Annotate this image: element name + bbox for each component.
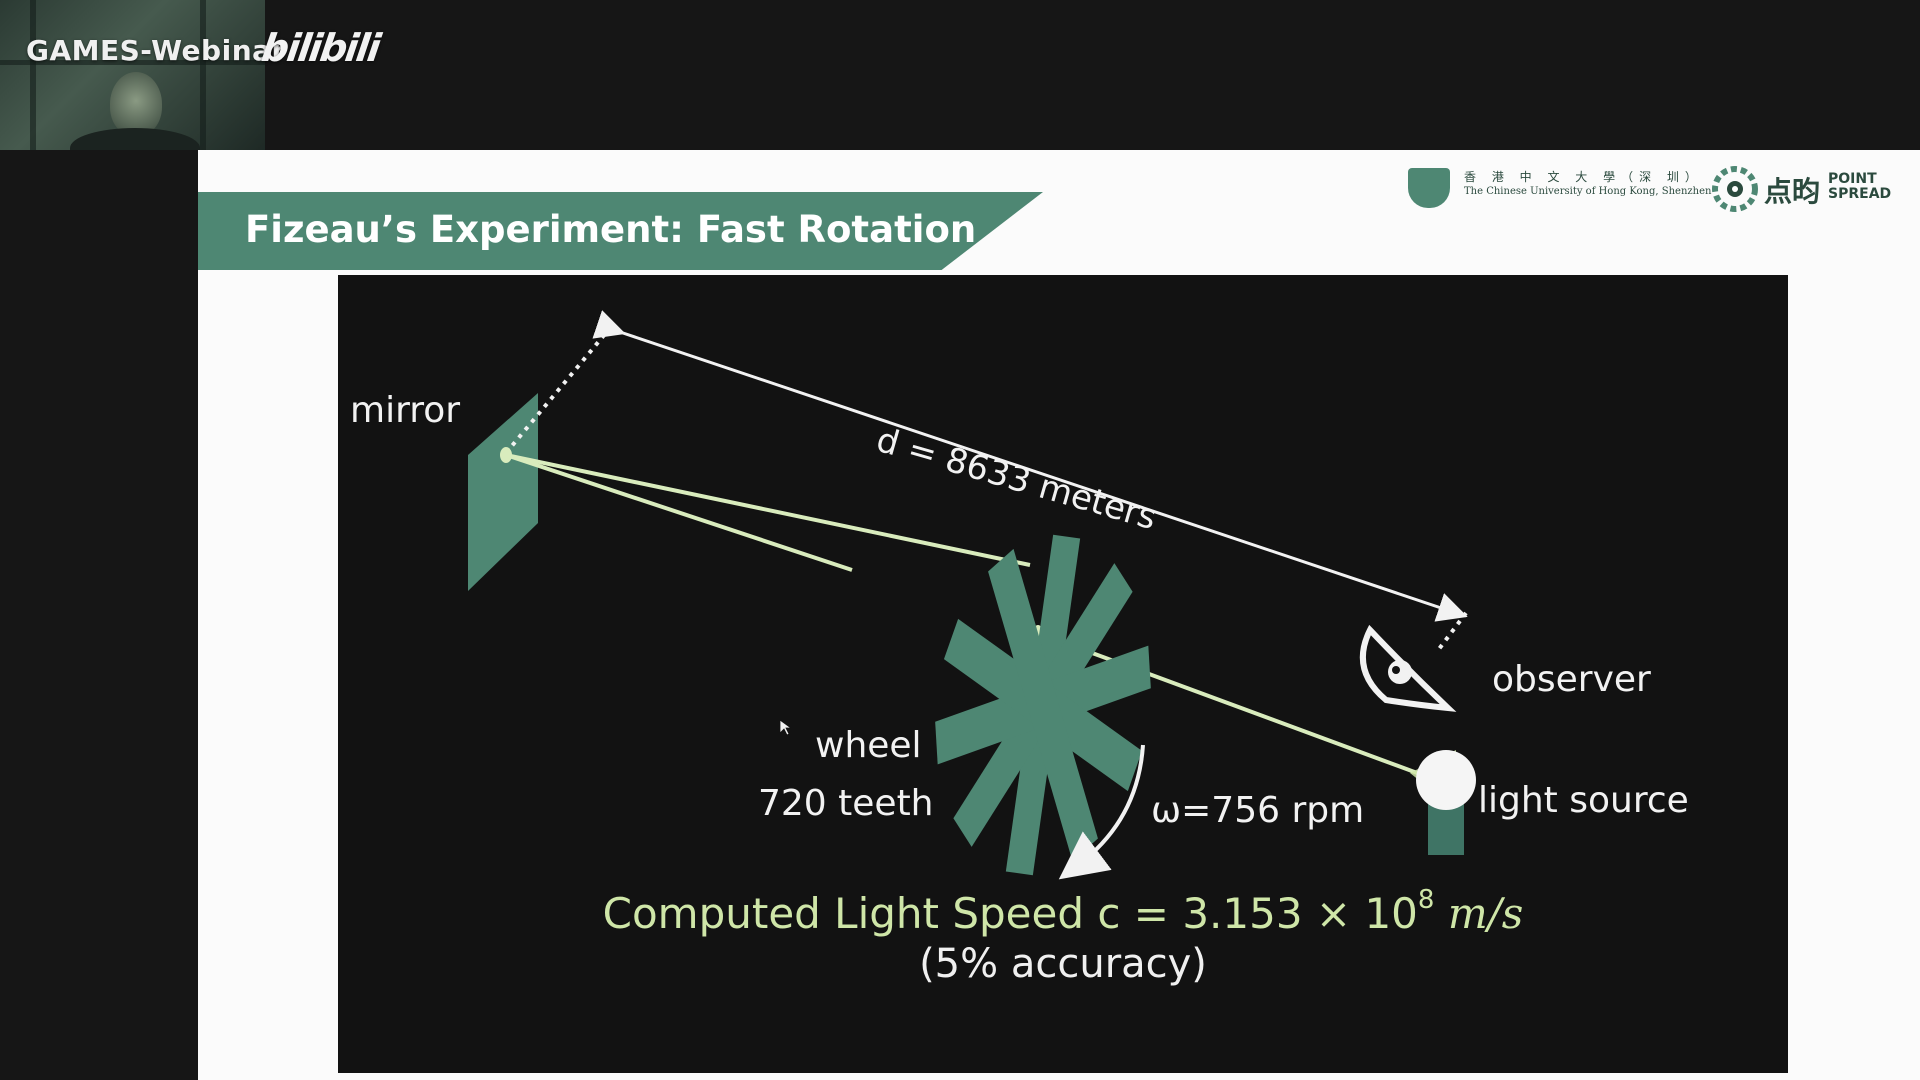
cuhk-name-cn: 香 港 中 文 大 學（深 圳） [1464, 170, 1703, 184]
mouse-cursor-icon [779, 719, 793, 736]
observer-label: observer [1492, 659, 1651, 700]
mirror-plate [468, 393, 538, 591]
pointspread-name-en: POINT SPREAD [1828, 171, 1892, 202]
distance-arrow [592, 310, 1468, 622]
wheel-label: wheel [815, 725, 922, 766]
observer-eye-icon [1359, 624, 1457, 712]
light-beam-return [505, 453, 1031, 567]
logo-bar: 香 港 中 文 大 學（深 圳） The Chinese University … [1408, 164, 1908, 214]
title-band [198, 192, 1043, 270]
teeth-label: 720 teeth [758, 783, 934, 824]
observer-dotted-guide [1434, 611, 1468, 655]
result-unit: m/s [1447, 889, 1524, 938]
experiment-diagram [468, 310, 1476, 880]
experiment-figure: mirror d = 8633 meters observer wheel 72… [338, 275, 1788, 1073]
light-beam-deflected [505, 453, 853, 572]
mirror-label: mirror [350, 390, 461, 431]
toothed-wheel [935, 534, 1151, 876]
pointspread-name-cn: 点昀 [1764, 175, 1821, 208]
rotation-arrow [1058, 744, 1145, 880]
pointspread-logo-icon [1712, 166, 1758, 212]
slide: Fizeau’s Experiment: Fast Rotation 香 港 中… [198, 150, 1920, 1080]
mirror-dotted-guide [504, 326, 612, 455]
light-source-label: light source [1478, 780, 1689, 821]
angular-speed-label: ω=756 rpm [1151, 790, 1365, 831]
accuracy-note: (5% accuracy) [919, 941, 1207, 987]
cuhk-name-en: The Chinese University of Hong Kong, She… [1464, 186, 1712, 197]
presenter-avatar [110, 72, 162, 136]
cuhk-crest-icon [1408, 168, 1450, 208]
result-exponent: 8 [1417, 885, 1435, 915]
computed-light-speed: Computed Light Speed c = 3.153 × 108 m/s [338, 885, 1788, 938]
bilibili-logo: bilibili [258, 26, 382, 70]
slide-title: Fizeau’s Experiment: Fast Rotation [245, 208, 977, 251]
presenter-webcam [0, 0, 265, 150]
brand-text: GAMES-Webinar [26, 34, 286, 67]
result-prefix: Computed Light Speed c = 3.153 × 10 [602, 889, 1418, 938]
light-beam-source [1037, 631, 1429, 779]
light-source-icon [1410, 750, 1476, 855]
